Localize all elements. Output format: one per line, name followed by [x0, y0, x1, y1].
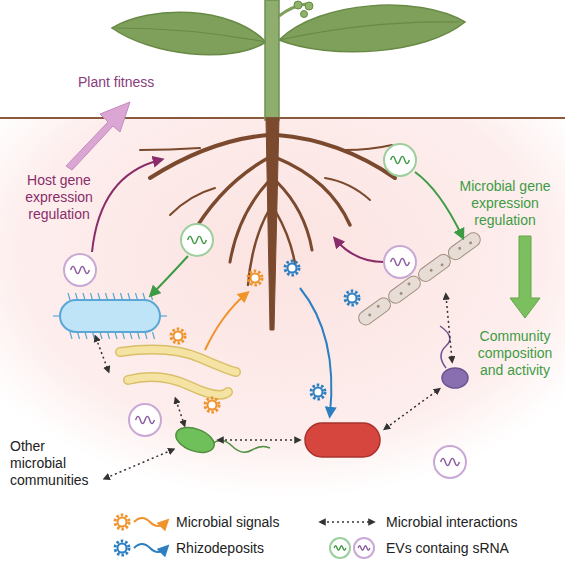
other-communities-label: Other microbial communities: [10, 438, 102, 489]
host-regulation-label: Host gene expression regulation: [4, 172, 114, 223]
legend-label: Microbial signals: [176, 514, 279, 531]
community-label: Community composition and activity: [469, 328, 561, 379]
microbial-regulation-label: Microbial gene expression regulation: [449, 178, 561, 229]
legend-label: Microbial interactions: [386, 514, 518, 531]
fitness-label: Plant fitness: [78, 74, 188, 91]
legend-label: Rhizodeposits: [176, 540, 264, 557]
legend-label: EVs containg sRNA: [386, 540, 509, 557]
